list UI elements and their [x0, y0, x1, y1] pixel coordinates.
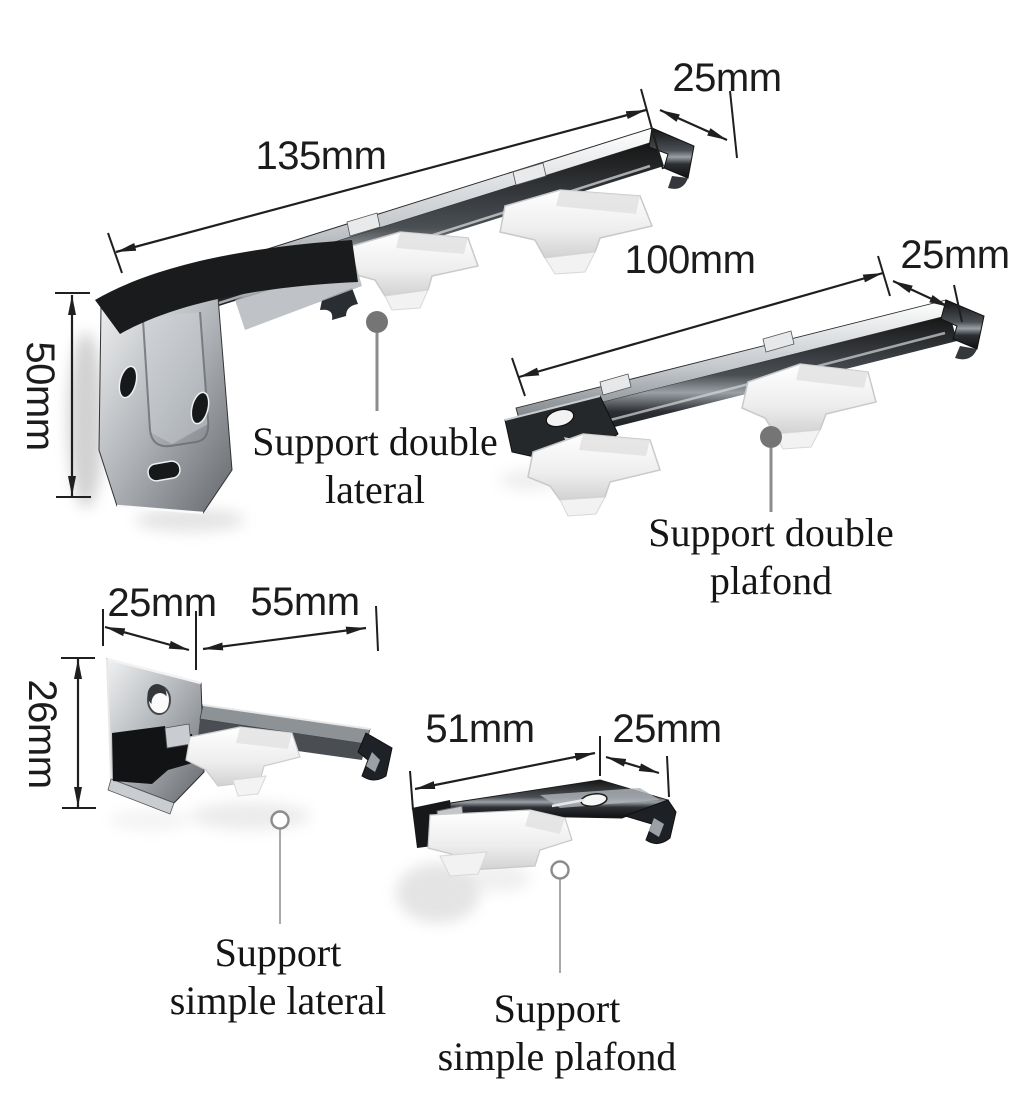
- caption-simple-lateral-line2: simple lateral: [169, 978, 387, 1023]
- caption-double-lateral: Support double lateral: [252, 418, 498, 514]
- dimension-lines: [68, 108, 950, 807]
- caption-simple-lateral-line1: Support: [214, 930, 342, 975]
- caption-double-lateral-line1: Support double: [252, 419, 498, 464]
- bracket-double-plafond-art: [504, 299, 985, 517]
- dim-line-25mm-simple-lateral: [104, 625, 190, 652]
- dim-label-depth-simple-plafond: 25mm: [612, 707, 722, 751]
- caption-simple-plafond: Support simple plafond: [438, 985, 677, 1081]
- dim-label-length-double-plafond: 100mm: [624, 238, 756, 282]
- dim-label-depth-double-lateral: 25mm: [672, 56, 782, 100]
- caption-double-lateral-line2: lateral: [325, 467, 425, 512]
- dim-line-100mm: [518, 271, 884, 379]
- glider-clip-simple-lateral: [185, 726, 301, 797]
- dim-line-25mm-double-lateral: [659, 108, 728, 142]
- dim-line-135mm: [115, 108, 647, 254]
- dim-line-25mm-simple-plafond: [605, 755, 660, 775]
- callout-simple-lateral: [270, 810, 290, 924]
- dim-label-depth-double-plafond: 25mm: [900, 233, 1010, 277]
- dim-label-length-simple-plafond: 51mm: [425, 707, 535, 751]
- dim-label-depth-simple-lateral: 25mm: [107, 581, 217, 625]
- dim-label-height-double-lateral: 50mm: [18, 341, 62, 451]
- dim-line-51mm: [414, 751, 596, 791]
- caption-simple-lateral: Support simple lateral: [170, 929, 387, 1025]
- caption-double-plafond-line2: plafond: [709, 558, 833, 603]
- bracket-simple-plafond-art: [412, 779, 677, 877]
- caption-double-plafond-line1: Support double: [648, 510, 894, 555]
- witness-ticks: [55, 88, 963, 811]
- callouts: [270, 311, 782, 973]
- callout-simple-plafond: [550, 860, 570, 973]
- glider-clip-simple-plafond: [427, 809, 573, 877]
- wall-plate-double-lateral: [95, 240, 362, 515]
- caption-simple-plafond-line1: Support: [493, 986, 621, 1031]
- dim-label-length-simple-lateral: 55mm: [250, 580, 360, 624]
- bracket-simple-lateral-art: [106, 657, 393, 815]
- callout-double-plafond: [760, 426, 782, 512]
- dim-label-length-double-lateral: 135mm: [255, 134, 387, 178]
- caption-simple-plafond-line2: simple plafond: [437, 1034, 677, 1079]
- dim-label-height-simple-lateral: 26mm: [20, 679, 64, 789]
- dim-line-25mm-double-plafond: [892, 280, 950, 308]
- caption-double-plafond: Support double plafond: [648, 509, 894, 605]
- dim-line-55mm: [202, 626, 367, 651]
- soft-shadows: [68, 332, 560, 923]
- callout-double-lateral: [366, 311, 388, 411]
